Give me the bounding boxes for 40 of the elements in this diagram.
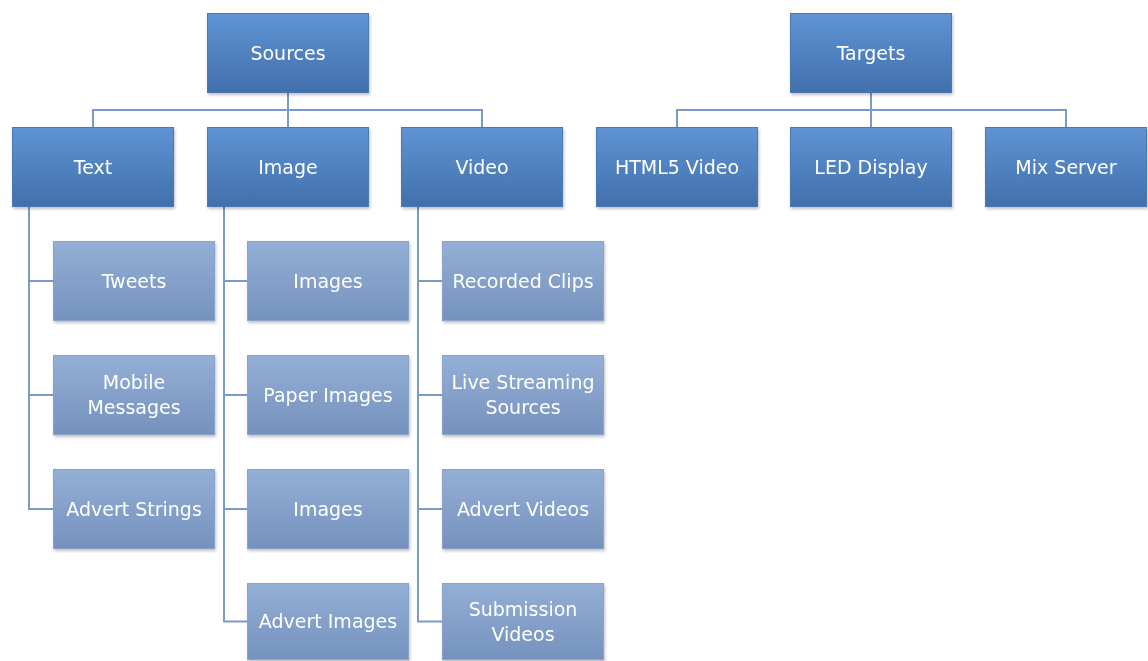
box-label: HTML5 Video: [614, 154, 740, 180]
item-box: [247, 583, 409, 660]
item-box: [53, 355, 215, 435]
box-label: Recorded Clips: [452, 268, 594, 294]
category-box: [12, 127, 174, 207]
item-box: [442, 583, 604, 660]
category-box: [207, 13, 369, 93]
item-box: [53, 469, 215, 549]
item-box: [442, 355, 604, 435]
category-box: [985, 127, 1147, 207]
box-label: Video: [455, 154, 509, 180]
item-box: [247, 355, 409, 435]
box-label: Images: [293, 496, 363, 522]
category-box: [401, 127, 563, 207]
box-label: Tweets: [101, 268, 167, 294]
box-label: Mobile Messages: [86, 370, 182, 420]
box-label: LED Display: [814, 154, 928, 180]
box-label: Advert Images: [258, 609, 398, 634]
category-box: [207, 127, 369, 207]
box-label: Images: [293, 268, 363, 294]
connector-line: [287, 92, 483, 128]
item-box: [247, 241, 409, 321]
box-label: Advert Strings: [66, 496, 202, 522]
item-box: [247, 469, 409, 549]
box-label: Paper Images: [263, 382, 393, 408]
box-label: Advert Videos: [456, 496, 590, 522]
connector-line: [28, 206, 54, 510]
box-label: Mix Server: [1015, 154, 1117, 180]
category-box: [790, 127, 952, 207]
box-label: Targets: [836, 40, 906, 66]
category-box: [596, 127, 758, 207]
item-box: [442, 241, 604, 321]
box-label: Text: [73, 154, 113, 180]
item-box: [442, 469, 604, 549]
box-label: Submission Videos: [467, 596, 579, 647]
box-label: Sources: [250, 40, 326, 66]
category-box: [790, 13, 952, 93]
box-label: Image: [258, 154, 318, 180]
box-label: Live Streaming Sources: [450, 370, 596, 420]
item-box: [53, 241, 215, 321]
